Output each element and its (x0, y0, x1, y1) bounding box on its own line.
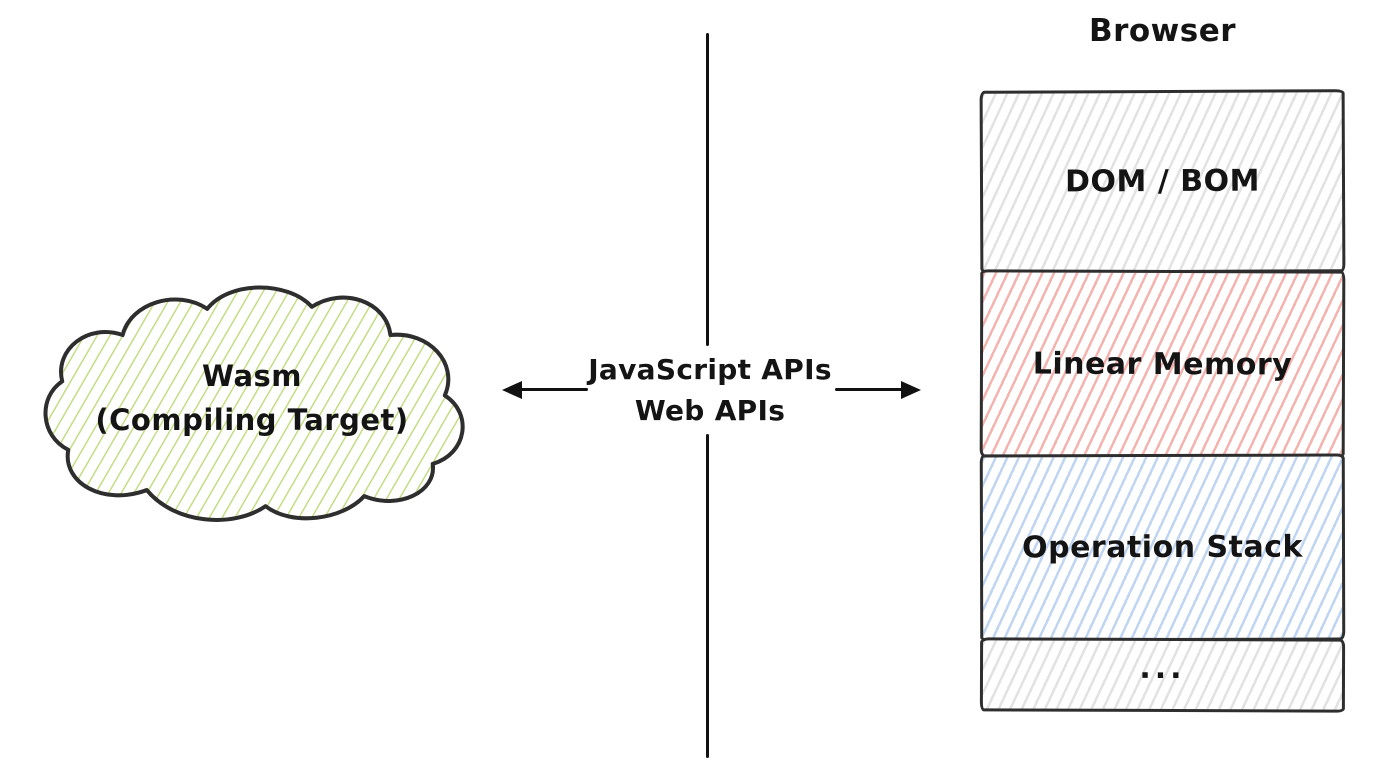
layer-label: DOM / BOM (1065, 163, 1260, 200)
layer-label: Operation Stack (1022, 529, 1303, 566)
arrow-left-head (502, 381, 522, 399)
layer-more: ... (979, 636, 1346, 713)
api-label-line2: Web APIs (634, 394, 786, 427)
api-bridge-label: JavaScript APIs Web APIs (555, 349, 865, 431)
cloud-title: Wasm (201, 359, 302, 393)
vertical-divider-bottom (706, 434, 709, 758)
cloud-label: Wasm (Compiling Target) (28, 354, 476, 442)
arrow-left-icon (502, 381, 588, 399)
arrow-left-shaft (518, 388, 588, 391)
browser-stack: DOM / BOM Linear Memory Operation Stack … (979, 89, 1346, 713)
wasm-cloud: Wasm (Compiling Target) (28, 276, 476, 534)
vertical-divider-top (706, 33, 709, 346)
browser-title: Browser (1088, 13, 1237, 49)
layer-operation-stack: Operation Stack (979, 453, 1346, 642)
layer-linear-memory: Linear Memory (979, 268, 1346, 459)
arrow-right-head (901, 381, 921, 399)
arrow-right-icon (835, 381, 921, 399)
cloud-path (43, 285, 465, 522)
api-label-line1: JavaScript APIs (588, 353, 832, 386)
layer-label: Linear Memory (1032, 345, 1293, 382)
layer-label: ... (1139, 649, 1186, 686)
layer-dom-bom: DOM / BOM (979, 89, 1346, 274)
arrow-right-shaft (835, 388, 905, 391)
cloud-shape (43, 285, 465, 522)
cloud-subtitle: (Compiling Target) (95, 403, 409, 437)
